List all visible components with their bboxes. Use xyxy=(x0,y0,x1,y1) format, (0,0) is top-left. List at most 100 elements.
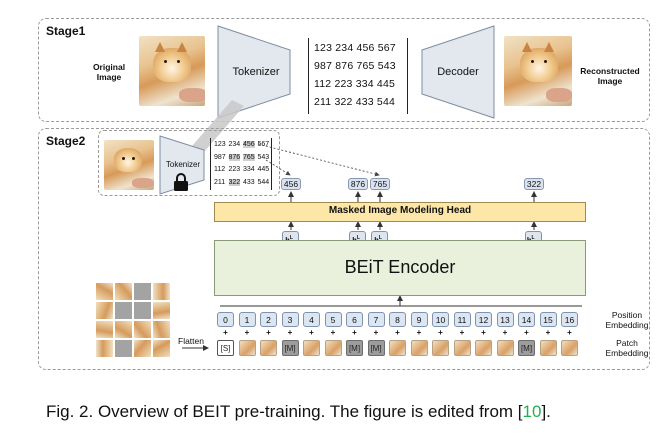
grid-patch xyxy=(96,302,113,319)
position-embedding: 6 xyxy=(346,312,363,327)
beit-encoder-label: BEiT Encoder xyxy=(344,257,456,277)
decoder-label: Decoder xyxy=(437,66,479,78)
plus-sign: + xyxy=(352,328,357,337)
stage2-inset xyxy=(98,130,280,196)
small-token-cell: 234 xyxy=(228,141,241,148)
decoder-shape xyxy=(421,25,495,119)
grid-patch xyxy=(115,283,132,300)
small-token-cell: 544 xyxy=(257,178,270,186)
grid-patch xyxy=(96,321,113,338)
stage2-tokenizer-label: Tokenizer xyxy=(165,160,201,169)
grid-patch xyxy=(115,321,132,338)
position-embedding: 11 xyxy=(453,312,471,327)
stage1-panel xyxy=(38,18,650,122)
plus-sign: + xyxy=(502,328,508,337)
small-token-cell: 433 xyxy=(243,178,255,186)
small-token-cell: 567 xyxy=(257,141,270,148)
image-patch xyxy=(303,340,320,356)
mim-head xyxy=(214,202,586,222)
plus-sign: + xyxy=(524,328,529,337)
image-patch xyxy=(410,340,428,356)
image-patch xyxy=(324,340,342,356)
small-token-cell: 223 xyxy=(228,166,241,173)
image-patch xyxy=(432,340,449,356)
plus-sign: + xyxy=(373,328,379,337)
position-embedding: 1 xyxy=(238,312,256,327)
token-row: 112 223 334 445 xyxy=(314,78,396,90)
grid-patch xyxy=(134,302,151,319)
grid-patch xyxy=(115,302,132,319)
plus-sign: + xyxy=(416,328,422,337)
predicted-token: 765 xyxy=(370,178,390,190)
mask-token: [M] xyxy=(346,340,363,356)
small-token-cell: 334 xyxy=(243,166,255,173)
grid-patch xyxy=(134,321,151,338)
flatten-label: Flatten xyxy=(178,336,204,346)
plus-sign: + xyxy=(330,328,336,337)
image-patch xyxy=(561,340,578,356)
token-row: 123 234 456 567 xyxy=(314,42,396,54)
image-patch xyxy=(260,340,277,356)
position-embedding: 8 xyxy=(389,312,406,327)
image-patch xyxy=(238,340,256,356)
original-image xyxy=(139,36,205,106)
position-embedding: 13 xyxy=(496,312,514,327)
small-token-cell: 876 xyxy=(228,153,241,161)
plus-sign: + xyxy=(438,328,443,337)
image-patch xyxy=(539,340,557,356)
position-embedding: 7 xyxy=(367,312,385,327)
position-embedding: 9 xyxy=(410,312,428,327)
position-embedding: 12 xyxy=(475,312,492,327)
position-embedding: 15 xyxy=(539,312,557,327)
plus-sign: + xyxy=(287,328,293,337)
reconstructed-image xyxy=(504,36,572,106)
plus-sign: + xyxy=(459,328,465,337)
predicted-token: 876 xyxy=(348,178,368,190)
small-token-cell: 765 xyxy=(243,153,255,161)
grid-patch xyxy=(153,283,170,300)
mask-token: [M] xyxy=(518,340,535,356)
plus-sign: + xyxy=(545,328,551,337)
stage-connector xyxy=(192,100,244,152)
small-token-cell: 987 xyxy=(214,153,226,161)
position-embedding: 16 xyxy=(561,312,578,327)
stage2-input-image xyxy=(104,140,154,190)
predicted-token: 322 xyxy=(524,178,544,190)
image-patch xyxy=(389,340,406,356)
small-token-cell: 322 xyxy=(228,178,241,186)
position-embedding: 3 xyxy=(281,312,299,327)
position-embedding: 14 xyxy=(518,312,535,327)
stage2-tokenizer-shape xyxy=(159,135,205,195)
stage1-tokenizer-shape xyxy=(217,25,291,119)
plus-sign: + xyxy=(481,328,486,337)
mask-token: [M] xyxy=(367,340,385,356)
small-token-matrix xyxy=(210,138,272,190)
image-patch xyxy=(475,340,492,356)
plus-sign: + xyxy=(244,328,250,337)
token-row: 211 322 433 544 xyxy=(314,96,396,108)
grid-patch xyxy=(96,340,113,357)
position-embedding: 0 xyxy=(217,312,234,327)
beit-encoder xyxy=(214,240,586,296)
stage2-panel xyxy=(38,128,650,370)
citation-link[interactable]: 10 xyxy=(522,402,542,421)
reconstructed-image-label: Reconstructed Image xyxy=(580,66,640,86)
original-image-label: Original Image xyxy=(92,62,126,82)
small-token-cell: 543 xyxy=(257,153,270,161)
stage1-tokenizer-label: Tokenizer xyxy=(232,66,280,78)
small-token-cell: 123 xyxy=(214,141,226,148)
position-embedding: 10 xyxy=(432,312,449,327)
grid-patch xyxy=(115,340,132,357)
grid-patch xyxy=(153,340,170,357)
patch-embedding-label: Patch Embedding xyxy=(605,338,649,358)
grid-patch xyxy=(134,283,151,300)
position-embedding: 5 xyxy=(324,312,342,327)
small-token-cell: 112 xyxy=(214,166,226,173)
small-token-cell: 456 xyxy=(243,141,255,148)
grid-patch xyxy=(96,283,113,300)
mim-head-label: Masked Image Modeling Head xyxy=(328,205,472,216)
stage1-title: Stage1 xyxy=(46,24,86,38)
token-matrix xyxy=(308,38,408,114)
plus-sign: + xyxy=(309,328,314,337)
